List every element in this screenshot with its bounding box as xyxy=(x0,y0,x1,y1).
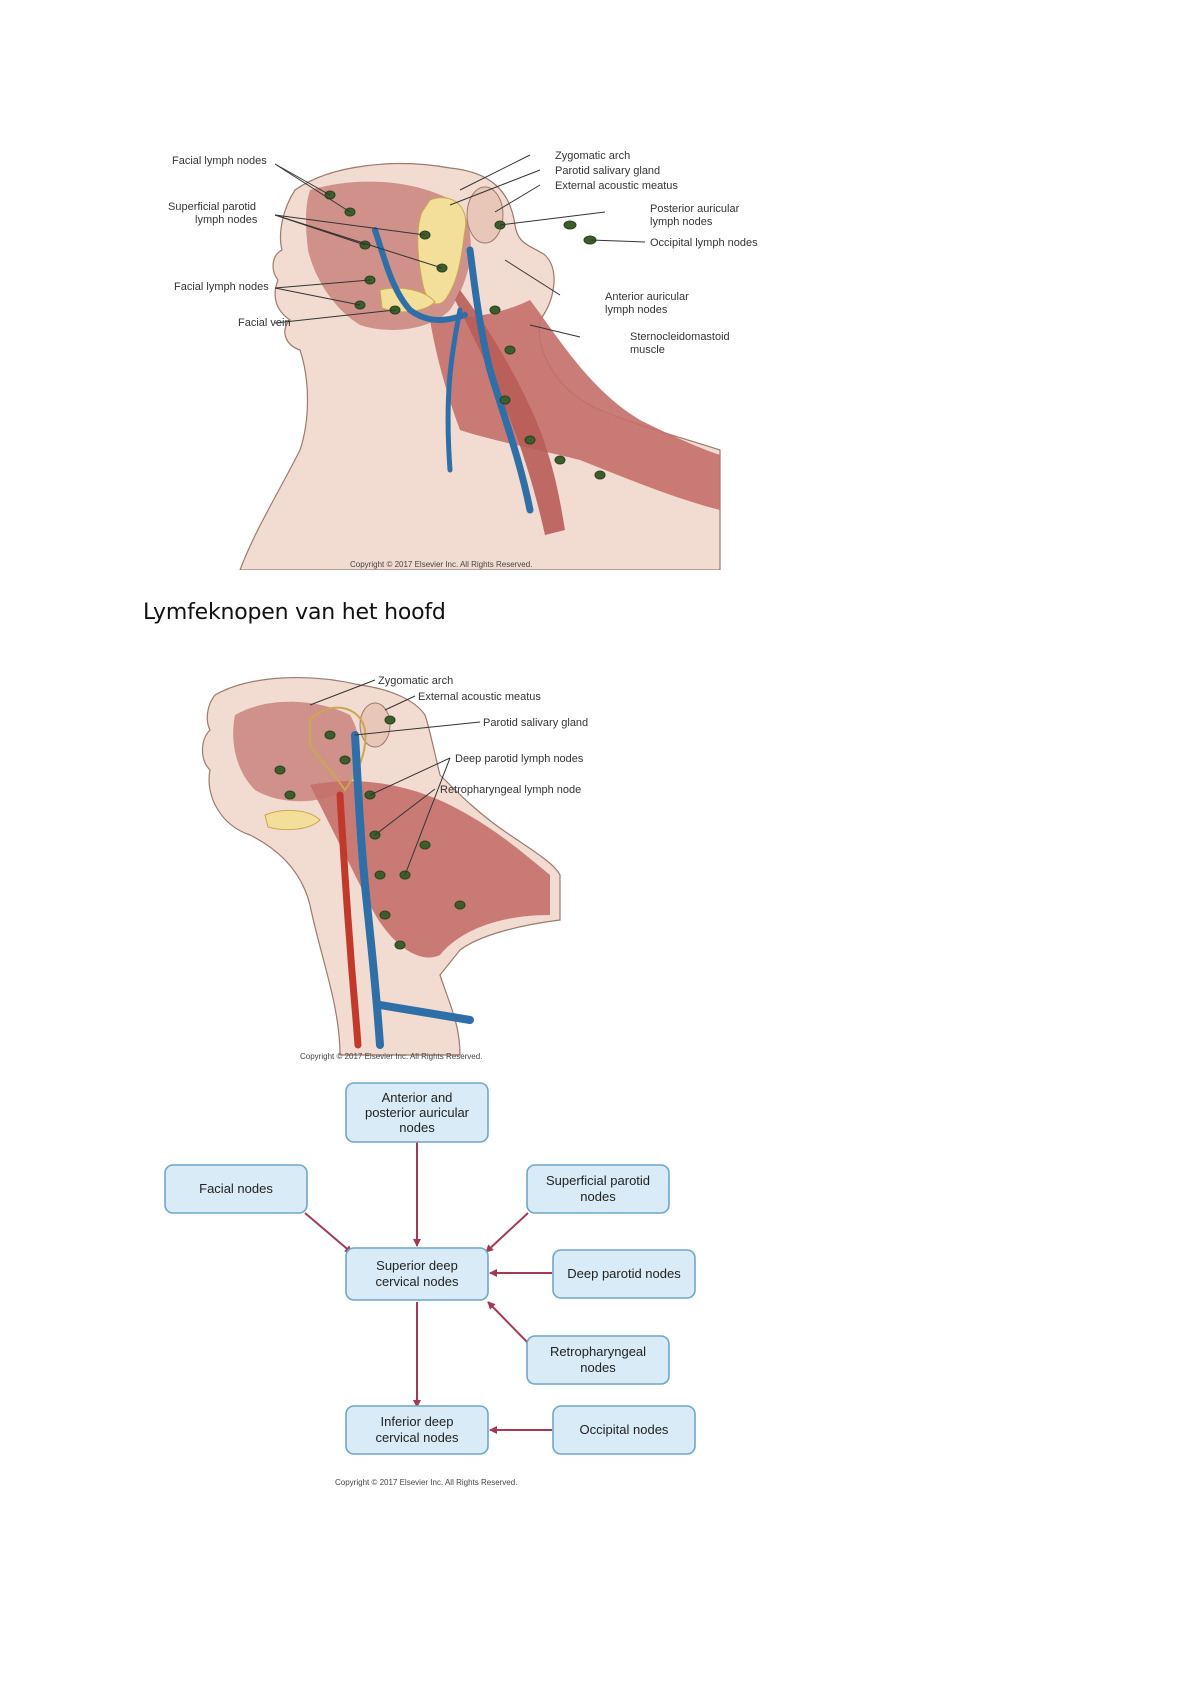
lymph-node xyxy=(394,940,406,950)
box-anterior-posterior-auricular-nodes: Anterior and posterior auricular nodes xyxy=(345,1082,489,1143)
submandibular-gland xyxy=(264,809,321,831)
box-text-line: Facial nodes xyxy=(199,1181,273,1196)
box-text-line: cervical nodes xyxy=(375,1430,459,1445)
leader-lines xyxy=(309,679,481,876)
label-facial-vein: Facial vein xyxy=(238,317,291,329)
lymph-node xyxy=(324,730,336,740)
copyright-figure3: Copyright © 2017 Elsevier Inc. All Right… xyxy=(335,1478,517,1487)
label-superficial-parotid-line2: lymph nodes xyxy=(195,214,258,226)
figure-superficial-lymph-nodes: Facial lymph nodes Superficial parotid l… xyxy=(160,150,760,570)
box-retropharyngeal-nodes: Retropharyngeal nodes xyxy=(526,1335,670,1385)
label-deep-parotid-lymph-nodes: Deep parotid lymph nodes xyxy=(455,753,584,765)
figure-deep-lymph-nodes: Zygomatic arch External acoustic meatus … xyxy=(160,675,640,1065)
leader-lines xyxy=(274,154,646,338)
lymph-node xyxy=(594,470,606,480)
lymph-node xyxy=(419,840,431,850)
lymph-node xyxy=(284,790,296,800)
facial-muscle xyxy=(233,701,360,802)
lymph-node xyxy=(384,715,396,725)
label-external-acoustic-meatus: External acoustic meatus xyxy=(418,691,541,703)
jugular-vein xyxy=(466,246,534,514)
lymph-node xyxy=(554,455,566,465)
label-posterior-auricular-line1: Posterior auricular xyxy=(650,203,740,215)
figure-lymph-drainage-flowchart: Anterior and posterior auricular nodes F… xyxy=(160,1080,720,1500)
lymph-node xyxy=(524,435,536,445)
box-facial-nodes: Facial nodes xyxy=(164,1164,308,1214)
label-facial-lymph-nodes-top: Facial lymph nodes xyxy=(172,155,267,167)
box-text-line: posterior auricular xyxy=(365,1105,470,1120)
lymph-node xyxy=(489,305,501,315)
flow-arrows xyxy=(304,1142,552,1434)
label-anterior-auricular-line1: Anterior auricular xyxy=(605,291,689,303)
jugular-vein xyxy=(351,731,384,1049)
box-text-line: Superficial parotid xyxy=(546,1173,650,1188)
arrow-retropharyngeal-to-superior xyxy=(487,1301,529,1344)
lymph-node xyxy=(379,910,391,920)
box-text-line: nodes xyxy=(580,1189,616,1204)
label-posterior-auricular-line2: lymph nodes xyxy=(650,216,713,228)
copyright-figure2: Copyright © 2017 Elsevier Inc. All Right… xyxy=(300,1052,482,1061)
box-text-line: Deep parotid nodes xyxy=(567,1266,681,1281)
box-occipital-nodes: Occipital nodes xyxy=(552,1405,696,1455)
subclavian-vein xyxy=(376,1001,474,1024)
lymph-node xyxy=(504,345,516,355)
label-anterior-auricular-line2: lymph nodes xyxy=(605,304,668,316)
box-superior-deep-cervical-nodes: Superior deep cervical nodes xyxy=(345,1247,489,1301)
box-superficial-parotid-nodes: Superficial parotid nodes xyxy=(526,1164,670,1214)
box-text-line: Inferior deep xyxy=(381,1414,454,1429)
arrow-superficial-parotid-to-superior xyxy=(485,1212,529,1253)
box-text-line: Anterior and xyxy=(382,1090,453,1105)
box-text-line: Occipital nodes xyxy=(580,1422,669,1437)
label-zygomatic-arch: Zygomatic arch xyxy=(378,675,453,687)
label-facial-lymph-nodes-bottom: Facial lymph nodes xyxy=(174,281,269,293)
box-text-line: Retropharyngeal xyxy=(550,1344,646,1359)
label-zygomatic-arch: Zygomatic arch xyxy=(555,150,630,162)
lymph-node xyxy=(339,755,351,765)
arrow-facial-to-superior xyxy=(304,1212,353,1254)
lymph-node xyxy=(374,870,386,880)
carotid-artery xyxy=(336,791,362,1049)
anatomy-illustration-superficial: Facial lymph nodes Superficial parotid l… xyxy=(168,150,758,570)
box-inferior-deep-cervical-nodes: Inferior deep cervical nodes xyxy=(345,1405,489,1455)
anatomy-illustration-deep: Zygomatic arch External acoustic meatus … xyxy=(201,675,588,1061)
label-parotid-salivary-gland: Parotid salivary gland xyxy=(555,165,660,177)
box-text-line: nodes xyxy=(580,1360,616,1375)
label-sternocleidomastoid-line2: muscle xyxy=(630,344,665,356)
label-external-acoustic-meatus: External acoustic meatus xyxy=(555,180,678,192)
external-jugular-vein xyxy=(445,307,463,473)
box-deep-parotid-nodes: Deep parotid nodes xyxy=(552,1249,696,1299)
lymph-node xyxy=(454,900,466,910)
copyright-figure1: Copyright © 2017 Elsevier Inc. All Right… xyxy=(350,560,532,569)
ear xyxy=(466,186,504,244)
ear xyxy=(359,702,391,748)
label-retropharyngeal-lymph-node: Retropharyngeal lymph node xyxy=(440,784,581,796)
label-parotid-salivary-gland: Parotid salivary gland xyxy=(483,717,588,729)
lymph-node xyxy=(499,395,511,405)
flowchart: Anterior and posterior auricular nodes F… xyxy=(164,1082,696,1487)
box-text-line: Superior deep xyxy=(376,1258,458,1273)
label-occipital-lymph-nodes: Occipital lymph nodes xyxy=(650,237,758,249)
box-text-line: nodes xyxy=(399,1120,435,1135)
parotid-gland xyxy=(417,197,467,305)
parotid-gland-outline xyxy=(309,706,367,792)
lymph-node xyxy=(274,765,286,775)
facial-vein xyxy=(372,227,468,323)
neck-muscle xyxy=(310,781,550,958)
page-heading: Lymfeknopen van het hoofd xyxy=(143,600,446,625)
label-superficial-parotid-line1: Superficial parotid xyxy=(168,201,256,213)
box-text-line: cervical nodes xyxy=(375,1274,459,1289)
label-sternocleidomastoid-line1: Sternocleidomastoid xyxy=(630,331,730,343)
lymph-node xyxy=(563,220,577,230)
neck-muscle xyxy=(430,300,720,510)
